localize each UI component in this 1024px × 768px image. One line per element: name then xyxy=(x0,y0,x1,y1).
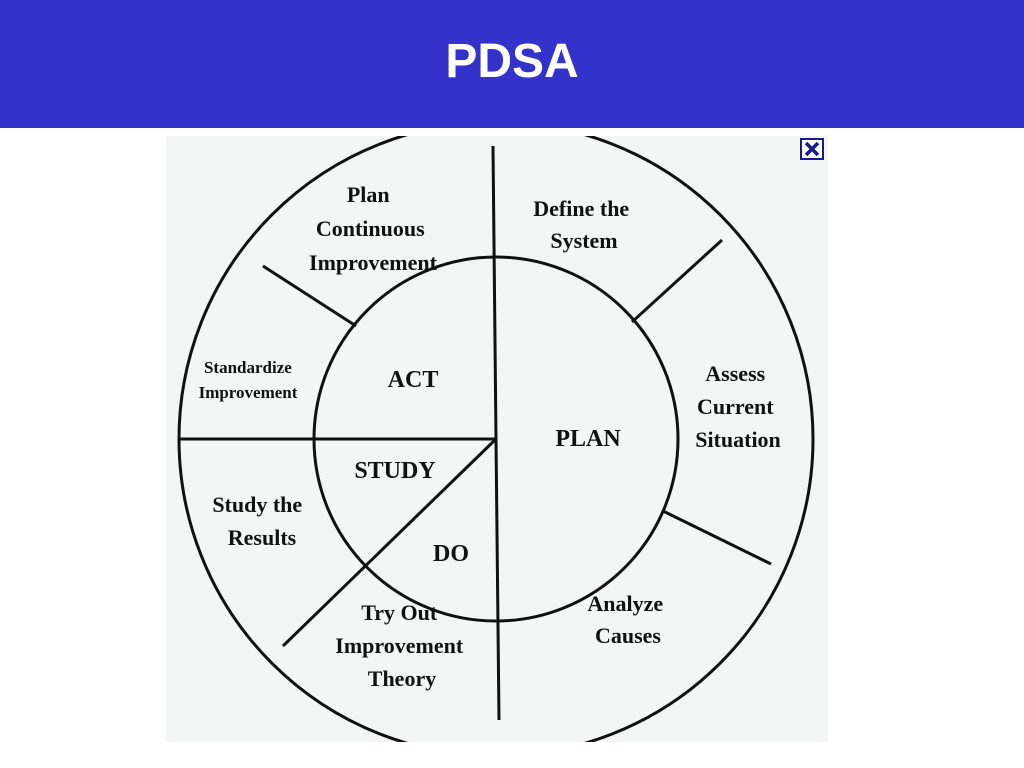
step-label-line: Study the xyxy=(212,492,302,517)
step-label-line: Analyze xyxy=(587,591,663,616)
step-label-line: Standardize xyxy=(204,358,292,377)
divider-plan-bottom xyxy=(494,438,501,721)
step-label-line: Theory xyxy=(368,666,436,691)
step-label-line: Current xyxy=(697,394,774,419)
step-plan-continuous-improvement: Plan Continuous Improvement xyxy=(309,182,438,275)
step-label-line: Assess xyxy=(705,361,765,386)
spoke-act-upper xyxy=(262,264,357,328)
page-title: PDSA xyxy=(445,35,579,88)
step-standardize-improvement: Standardize Improvement xyxy=(199,358,298,402)
phase-do: DO xyxy=(433,541,469,567)
phase-study: STUDY xyxy=(354,458,435,484)
step-assess-current-situation: Assess Current Situation xyxy=(695,361,781,452)
step-analyze-causes: Analyze Causes xyxy=(587,591,668,648)
divider-plan-top xyxy=(491,145,498,440)
step-label-line: Improvement xyxy=(335,633,464,658)
phase-act: ACT xyxy=(388,367,439,393)
close-icon xyxy=(800,138,824,160)
step-label-line: Continuous xyxy=(316,216,425,241)
spoke-plan-upper xyxy=(630,238,724,324)
step-label-line: Improvement xyxy=(309,250,438,275)
phase-plan: PLAN xyxy=(555,426,621,452)
pdsa-cycle-diagram: Plan Continuous Improvement Define the S… xyxy=(177,120,815,758)
step-label-line: Improvement xyxy=(199,383,298,402)
step-study-the-results: Study the Results xyxy=(212,492,307,550)
step-label-line: Causes xyxy=(595,623,661,648)
title-bar: PDSA xyxy=(0,0,1024,128)
step-try-out-improvement-theory: Try Out Improvement Theory xyxy=(335,600,468,691)
close-button[interactable] xyxy=(799,137,825,161)
step-label-line: System xyxy=(550,228,617,253)
step-label-line: Define the xyxy=(533,196,629,221)
divider-study-do xyxy=(281,437,498,648)
step-label-line: Plan xyxy=(347,182,390,207)
pdsa-diagram-frame: Plan Continuous Improvement Define the S… xyxy=(166,120,828,758)
spoke-plan-lower xyxy=(662,509,772,566)
step-label-line: Situation xyxy=(695,427,781,452)
step-label-line: Try Out xyxy=(361,600,438,625)
step-label-line: Results xyxy=(228,525,297,550)
step-define-the-system: Define the System xyxy=(533,196,634,253)
